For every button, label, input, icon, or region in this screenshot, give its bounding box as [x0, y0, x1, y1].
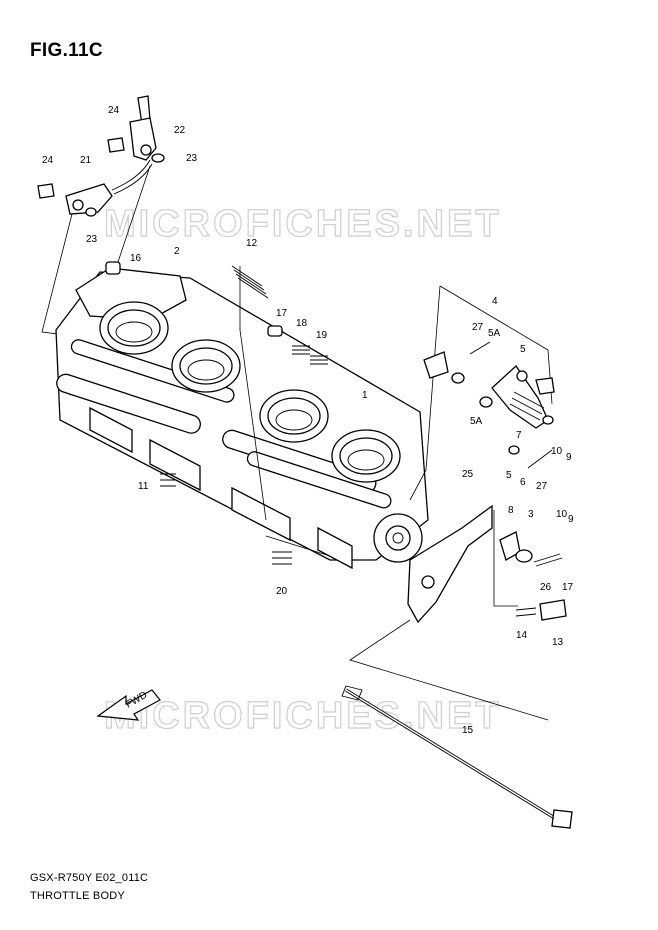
throttle-linkage-group — [349, 285, 567, 721]
callout-17-lower: 17 — [562, 582, 574, 593]
callout-18: 18 — [296, 318, 308, 329]
callout-8: 8 — [508, 505, 514, 516]
throttle-shaft-rod — [341, 685, 573, 829]
callout-22: 22 — [174, 125, 186, 136]
callout-7: 7 — [516, 430, 522, 441]
small-fasteners-group — [105, 261, 328, 565]
diagram-section-name: THROTTLE BODY — [30, 890, 125, 902]
callout-12: 12 — [246, 238, 258, 249]
watermark-bottom: MICROFICHES.NET — [104, 695, 502, 737]
callout-labels: 24 22 24 21 23 23 16 2 12 17 18 19 1 4 2… — [42, 105, 574, 736]
callout-13: 13 — [552, 637, 564, 648]
callout-17-upper: 17 — [276, 308, 288, 319]
throttle-body-assembly — [55, 266, 429, 570]
watermark-top: MICROFICHES.NET — [104, 203, 502, 245]
callout-26: 26 — [540, 582, 552, 593]
callout-6: 6 — [520, 477, 526, 488]
callout-27-upper: 27 — [472, 322, 484, 333]
callout-25: 25 — [462, 469, 474, 480]
callout-5-upper: 5 — [520, 344, 526, 355]
callout-9-upper: 9 — [566, 452, 572, 463]
callout-11: 11 — [138, 481, 149, 492]
callout-4: 4 — [492, 296, 498, 307]
callout-19: 19 — [316, 330, 328, 341]
callout-10-upper: 10 — [551, 446, 563, 457]
callout-15: 15 — [462, 725, 474, 736]
callout-20: 20 — [276, 586, 288, 597]
callout-23-left: 23 — [86, 234, 98, 245]
throttle-cable-bracket-group — [37, 95, 165, 337]
callout-1: 1 — [362, 390, 368, 401]
callout-5a-upper: 5A — [488, 328, 501, 339]
callout-23-right: 23 — [186, 153, 198, 164]
callout-27-lower: 27 — [536, 481, 548, 492]
callout-16: 16 — [130, 253, 142, 264]
callout-5-lower: 5 — [506, 470, 512, 481]
callout-9-lower: 9 — [568, 514, 574, 525]
callout-10-lower: 10 — [556, 509, 568, 520]
callout-3: 3 — [528, 509, 534, 520]
callout-14: 14 — [516, 630, 528, 641]
callout-24-upper: 24 — [108, 105, 120, 116]
callout-21: 21 — [80, 155, 92, 166]
callout-24-left: 24 — [42, 155, 54, 166]
callout-2: 2 — [174, 246, 180, 257]
diagram-model-code: GSX-R750Y E02_011C — [30, 872, 149, 884]
figure-title: FIG.11C — [30, 40, 103, 61]
callout-5a-lower: 5A — [470, 416, 483, 427]
